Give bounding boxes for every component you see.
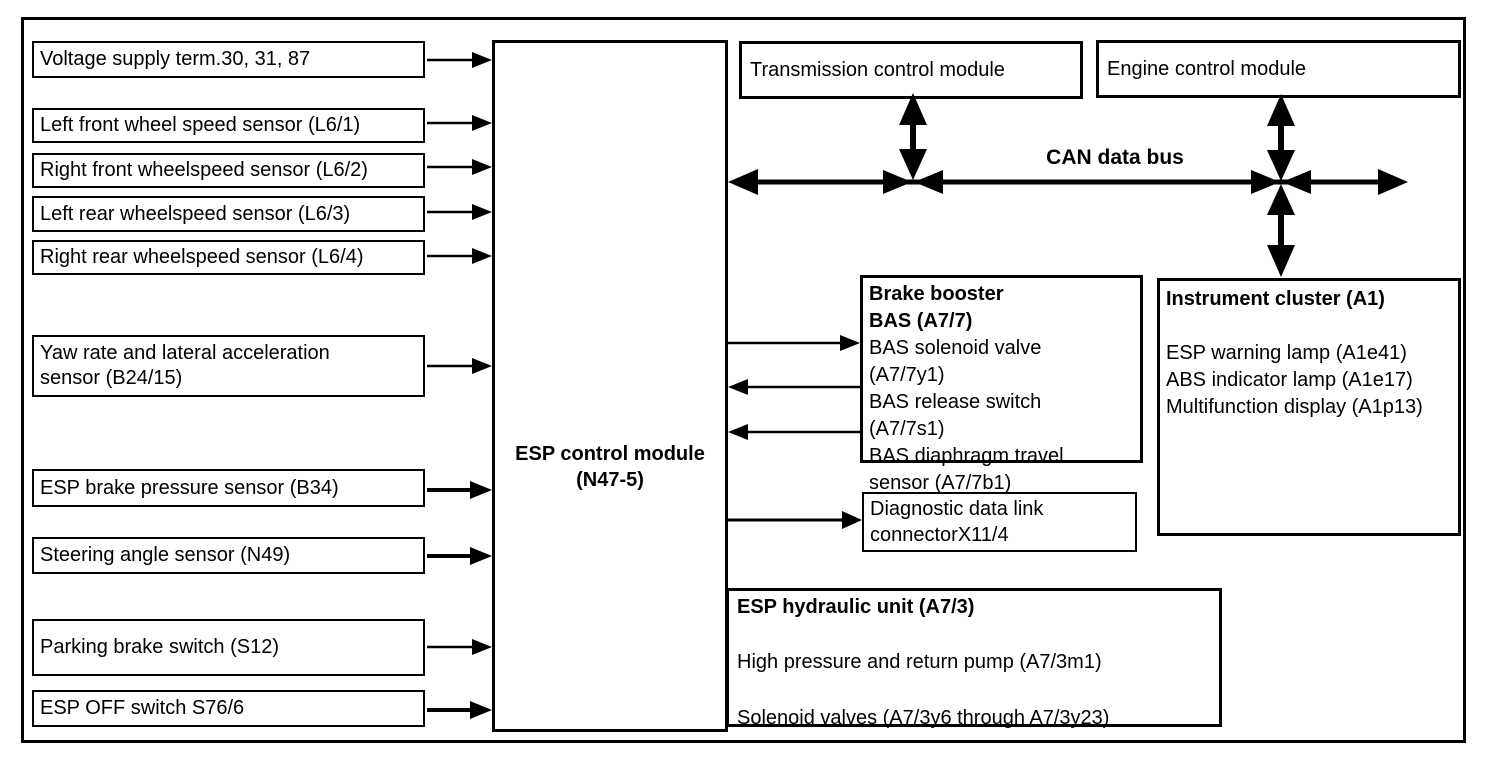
esp-control-module-code: (N47-5) — [576, 469, 644, 491]
instrument-cluster-title: Instrument cluster (A1) — [1166, 288, 1385, 310]
input-box-right-rear-wheel-sensor: Right rear wheelspeed sensor (L6/4) — [32, 240, 425, 275]
esp-control-module-box — [492, 40, 728, 732]
input-label-right-front-wheel-sensor: Right front wheelspeed sensor (L6/2) — [40, 159, 368, 181]
input-label-voltage-supply: Voltage supply term.30, 31, 87 — [40, 48, 311, 70]
esp-hydraulic-unit-title: ESP hydraulic unit (A7/3) — [737, 596, 975, 618]
diagnostic-connector-box: Diagnostic data link connectorX11/4 — [862, 492, 1137, 552]
esp-control-module-label: ESP control module (N47-5) — [492, 441, 728, 493]
diagnostic-connector-label: Diagnostic data link connectorX11/4 — [870, 498, 1044, 546]
brake-booster-item-solenoid-valve: BAS solenoid valve (A7/7y1) — [869, 337, 1042, 386]
input-label-left-front-wheel-sensor: Left front wheel speed sensor (L6/1) — [40, 114, 361, 136]
instrument-cluster-item-esp-warning-lamp: ESP warning lamp (A1e41) — [1166, 342, 1407, 364]
diagram-outer-frame — [21, 17, 1466, 743]
engine-control-module-label: Engine control module — [1107, 57, 1307, 80]
input-box-left-front-wheel-sensor: Left front wheel speed sensor (L6/1) — [32, 108, 425, 143]
brake-booster-title-line2: BAS (A7/7) — [869, 310, 973, 332]
brake-booster-title-line1: Brake booster — [869, 283, 1004, 305]
instrument-cluster-item-multifunction-display: Multifunction display (A1p13) — [1166, 396, 1423, 418]
instrument-cluster-box: Instrument cluster (A1) ESP warning lamp… — [1157, 278, 1461, 536]
input-label-parking-brake-switch: Parking brake switch (S12) — [40, 636, 279, 658]
input-box-voltage-supply: Voltage supply term.30, 31, 87 — [32, 41, 425, 78]
transmission-control-module-box: Transmission control module — [739, 41, 1083, 99]
esp-hydraulic-unit-box: ESP hydraulic unit (A7/3) High pressure … — [726, 588, 1222, 729]
input-label-steering-angle-sensor: Steering angle sensor (N49) — [40, 544, 291, 566]
input-box-yaw-rate-sensor: Yaw rate and lateral acceleration sensor… — [32, 335, 425, 397]
input-label-esp-off-switch: ESP OFF switch S76/6 — [40, 697, 245, 719]
brake-booster-item-release-switch: BAS release switch (A7/7s1) — [869, 391, 1042, 440]
transmission-control-module-label: Transmission control module — [750, 58, 1005, 81]
esp-control-module-title: ESP control module — [515, 443, 705, 465]
engine-control-module-box: Engine control module — [1096, 40, 1461, 98]
input-label-brake-pressure-sensor: ESP brake pressure sensor (B34) — [40, 476, 339, 499]
input-box-right-front-wheel-sensor: Right front wheelspeed sensor (L6/2) — [32, 153, 425, 188]
input-label-yaw-rate-sensor: Yaw rate and lateral acceleration sensor… — [40, 342, 330, 389]
brake-booster-item-diaphragm-sensor: BAS diaphragm travel sensor (A7/7b1) — [869, 445, 1064, 494]
instrument-cluster-item-abs-indicator-lamp: ABS indicator lamp (A1e17) — [1166, 369, 1413, 391]
esp-hydraulic-item-solenoid-valves: Solenoid valves (A7/3y6 through A7/3y23) — [737, 707, 1110, 729]
input-label-right-rear-wheel-sensor: Right rear wheelspeed sensor (L6/4) — [40, 246, 364, 268]
input-box-esp-off-switch: ESP OFF switch S76/6 — [32, 690, 425, 727]
input-box-left-rear-wheel-sensor: Left rear wheelspeed sensor (L6/3) — [32, 196, 425, 232]
input-label-left-rear-wheel-sensor: Left rear wheelspeed sensor (L6/3) — [40, 202, 351, 225]
esp-hydraulic-item-pump: High pressure and return pump (A7/3m1) — [737, 651, 1102, 673]
input-box-steering-angle-sensor: Steering angle sensor (N49) — [32, 537, 425, 574]
can-data-bus-label: CAN data bus — [1046, 146, 1184, 169]
input-box-parking-brake-switch: Parking brake switch (S12) — [32, 619, 425, 676]
brake-booster-box: Brake booster BAS (A7/7) BAS solenoid va… — [860, 275, 1143, 494]
input-box-brake-pressure-sensor: ESP brake pressure sensor (B34) — [32, 469, 425, 507]
